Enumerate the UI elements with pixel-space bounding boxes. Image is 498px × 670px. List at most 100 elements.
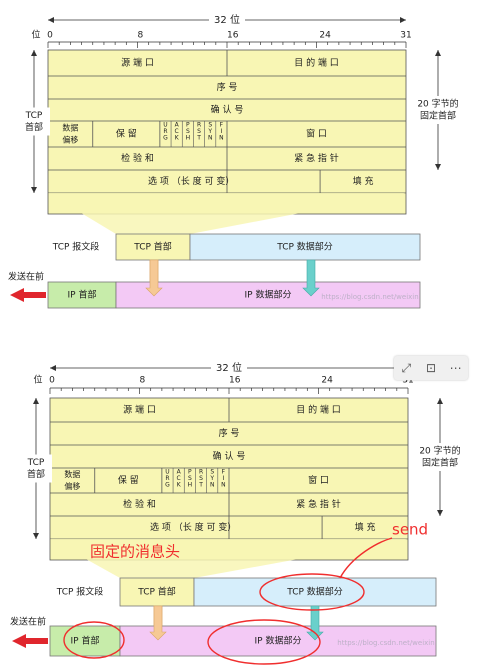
ip-data-cell-label: IP 数据部分 xyxy=(245,289,292,301)
window-field: 窗 口 xyxy=(306,128,327,140)
left-bracket-arrow xyxy=(31,50,37,56)
ruler-tick-31: 31 xyxy=(400,31,411,41)
flag-psh: P xyxy=(186,122,190,129)
tcp-header-cell-label: TCP 首部 xyxy=(137,586,176,598)
checksum-field: 检 验 和 xyxy=(121,152,154,164)
flag-urg: R xyxy=(165,475,169,482)
left-bracket-arrow xyxy=(33,398,39,404)
text-extract-icon[interactable]: ⊡ xyxy=(425,361,437,375)
tcp-header-label: TCP xyxy=(27,458,45,468)
ip-header-cell-label: IP 首部 xyxy=(71,635,100,647)
tcp-header-label: TCP xyxy=(25,111,43,121)
flag-ack: K xyxy=(175,135,180,142)
ruler-tick-31: 31 xyxy=(402,376,413,386)
flag-rst: S xyxy=(199,475,203,482)
send-direction-arrow xyxy=(10,288,46,302)
image-toolbar: ⤢ ⊡ ⋯ xyxy=(394,356,468,380)
flag-fin: F xyxy=(222,469,226,476)
left-label-bg xyxy=(20,454,52,483)
flag-urg: G xyxy=(163,135,168,142)
flag-rst: R xyxy=(199,469,203,476)
flag-psh: S xyxy=(188,475,192,482)
send-direction-label: 发送在前 xyxy=(10,616,46,628)
data-offset-field: 偏移 xyxy=(62,135,78,145)
ack-number-field: 确 认 号 xyxy=(211,104,244,116)
ruler-tick-0: 0 xyxy=(47,31,53,41)
ruler-bit-prefix: 位 xyxy=(33,374,42,386)
tcp-header-cell xyxy=(119,577,195,607)
flag-rst: S xyxy=(197,128,201,135)
tcp-header-label: 首部 xyxy=(25,121,43,133)
watermark-text: https://blog.csdn.net/weixin xyxy=(337,639,434,647)
source-port-field: 源 端 口 xyxy=(121,57,154,69)
flag-psh: H xyxy=(188,482,193,489)
ack-number-field: 确 认 号 xyxy=(213,450,246,462)
urgent-pointer-field: 紧 急 指 针 xyxy=(296,498,341,510)
left-bracket-arrow xyxy=(33,533,39,539)
ip-header-cell-label: IP 首部 xyxy=(68,289,97,301)
tcp-data-circle xyxy=(259,573,365,611)
flag-ack: C xyxy=(175,128,179,135)
padding-field: 填 充 xyxy=(353,175,374,187)
ip-data-cell xyxy=(115,281,421,309)
expand-icon[interactable]: ⤢ xyxy=(401,360,412,375)
flag-ack: K xyxy=(177,482,182,489)
fixed-header-label: 20 字节的 xyxy=(417,98,458,110)
left-bracket-arrow xyxy=(31,187,37,193)
padding-field: 填 充 xyxy=(355,521,376,533)
checksum-field: 检 验 和 xyxy=(123,498,156,510)
ip-data-cell xyxy=(119,625,437,657)
tcp-segment-label: TCP 报文段 xyxy=(52,241,100,253)
fixed-header-annotation: 固定的消息头 xyxy=(90,543,180,561)
flag-syn: S xyxy=(210,469,214,476)
fixed-header-label: 固定首部 xyxy=(422,457,458,469)
send-direction-label: 发送在前 xyxy=(8,271,44,283)
ruler-tick-8: 8 xyxy=(140,376,146,386)
flag-fin: F xyxy=(220,122,224,129)
flag-fin: N xyxy=(219,135,224,142)
header-projection xyxy=(48,193,406,234)
flag-fin: I xyxy=(221,128,223,135)
tcp-data-cell-label: TCP 数据部分 xyxy=(286,586,343,598)
flag-rst: T xyxy=(198,482,203,489)
watermark-text: https://blog.csdn.net/weixin xyxy=(321,293,418,301)
ruler-arrow-left xyxy=(48,17,54,23)
ruler-tick-8: 8 xyxy=(138,31,144,41)
fixed-header-label: 固定首部 xyxy=(420,110,456,122)
tcp-header-table: 源 端 口目 的 端 口序 号确 认 号数据偏移保 留URGACKPSHRSTS… xyxy=(49,397,409,561)
sequence-number-field: 序 号 xyxy=(219,427,240,439)
right-label-bg xyxy=(412,96,464,124)
left-label-bg xyxy=(18,107,50,136)
flag-urg: R xyxy=(163,128,167,135)
flag-urg: U xyxy=(165,469,169,476)
right-bracket-arrow xyxy=(437,510,443,516)
ip-header-cell xyxy=(47,281,117,309)
reserved-field: 保 留 xyxy=(116,128,137,140)
options-field: 选 项 （长 度 可 变） xyxy=(148,175,234,187)
ruler-bit-prefix: 位 xyxy=(31,29,40,41)
dest-port-field: 目 的 端 口 xyxy=(296,404,341,416)
data-offset-field: 偏移 xyxy=(64,481,80,491)
flag-syn: Y xyxy=(209,475,214,482)
right-bracket-arrow xyxy=(435,164,441,170)
tcp-header-cell xyxy=(115,233,191,261)
tcp-header-label: 首部 xyxy=(27,468,45,480)
tcp-segment-label: TCP 报文段 xyxy=(56,586,104,598)
header-down-arrow xyxy=(145,259,163,297)
ruler-tick-0: 0 xyxy=(49,376,55,386)
window-field: 窗 口 xyxy=(308,474,329,486)
flag-ack: A xyxy=(177,469,182,476)
ruler-bits-label: 32 位 xyxy=(214,13,240,26)
flag-fin: I xyxy=(223,475,225,482)
tcp-header-table: 源 端 口目 的 端 口序 号确 认 号数据偏移保 留URGACKPSHRSTS… xyxy=(47,49,407,215)
ruler-tick-16: 16 xyxy=(229,376,241,386)
more-icon[interactable]: ⋯ xyxy=(449,361,462,375)
tcp-data-cell xyxy=(189,233,421,261)
ruler-bits-label: 32 位 xyxy=(216,361,242,374)
send-annotation: send xyxy=(392,521,428,539)
flag-syn: N xyxy=(210,482,215,489)
